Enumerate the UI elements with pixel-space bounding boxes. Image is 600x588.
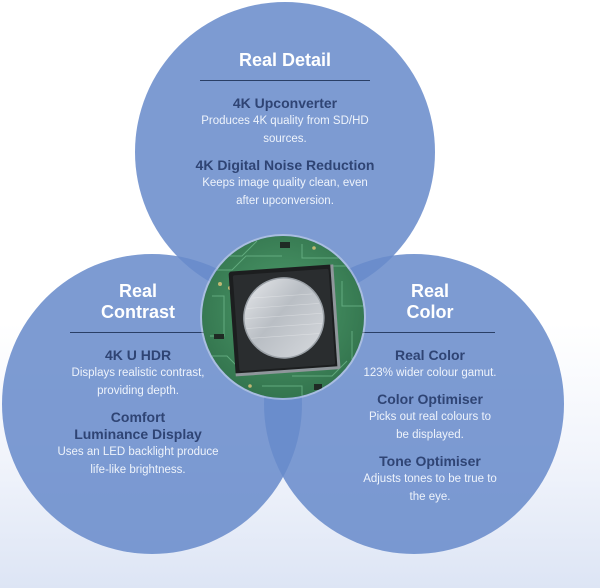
- feature-real-color: Real Color 123% wider colour gamut.: [345, 347, 515, 382]
- feature-description: Produces 4K quality from SD/HD sources.: [201, 115, 369, 145]
- title-line: Luminance Display: [74, 426, 202, 442]
- feature-description: Displays realistic contrast, providing d…: [71, 367, 205, 397]
- real-contrast-heading: Real Contrast: [40, 281, 236, 323]
- feature-description: Picks out real colours to be displayed.: [368, 411, 492, 441]
- real-detail-heading: Real Detail: [238, 50, 332, 70]
- feature-title: Tone Optimiser: [379, 453, 481, 469]
- feature-4k-u-hdr: 4K U HDR Displays realistic contrast, pr…: [40, 347, 236, 400]
- processor-chip-illustration: [202, 236, 364, 398]
- title-line: Comfort: [110, 409, 166, 425]
- heading-line: Real: [118, 281, 158, 301]
- feature-comfort-luminance: Comfort Luminance Display Uses an LED ba…: [40, 409, 236, 479]
- processor-chip-image: [202, 236, 364, 398]
- feature-4k-noise-reduction: 4K Digital Noise Reduction Keeps image q…: [170, 157, 400, 210]
- feature-description: 123% wider colour gamut.: [363, 367, 497, 379]
- feature-title: Color Optimiser: [377, 391, 483, 407]
- heading-line: Color: [406, 302, 454, 322]
- feature-title: 4K Upconverter: [232, 95, 338, 111]
- real-detail-section: Real Detail 4K Upconverter Produces 4K q…: [170, 50, 400, 219]
- feature-description: Keeps image quality clean, even after up…: [202, 177, 368, 207]
- real-contrast-divider: [70, 332, 244, 333]
- feature-title: 4K Digital Noise Reduction: [195, 157, 375, 173]
- feature-color-optimiser: Color Optimiser Picks out real colours t…: [345, 391, 515, 444]
- real-color-heading: Real Color: [345, 281, 515, 323]
- real-detail-divider: [200, 80, 370, 81]
- heading-line: Real: [410, 281, 450, 301]
- feature-description: Uses an LED backlight produce life-like …: [57, 446, 219, 476]
- real-color-divider: [345, 332, 495, 333]
- real-contrast-section: Real Contrast 4K U HDR Displays realisti…: [40, 281, 244, 488]
- feature-title: 4K U HDR: [104, 347, 172, 363]
- feature-description: Adjusts tones to be true to the eye.: [363, 473, 497, 503]
- real-color-section: Real Color Real Color 123% wider colour …: [345, 281, 515, 515]
- feature-4k-upconverter: 4K Upconverter Produces 4K quality from …: [170, 95, 400, 148]
- feature-title: Real Color: [394, 347, 465, 363]
- feature-title: Comfort Luminance Display: [40, 409, 236, 443]
- heading-line: Contrast: [100, 302, 175, 322]
- feature-tone-optimiser: Tone Optimiser Adjusts tones to be true …: [345, 453, 515, 506]
